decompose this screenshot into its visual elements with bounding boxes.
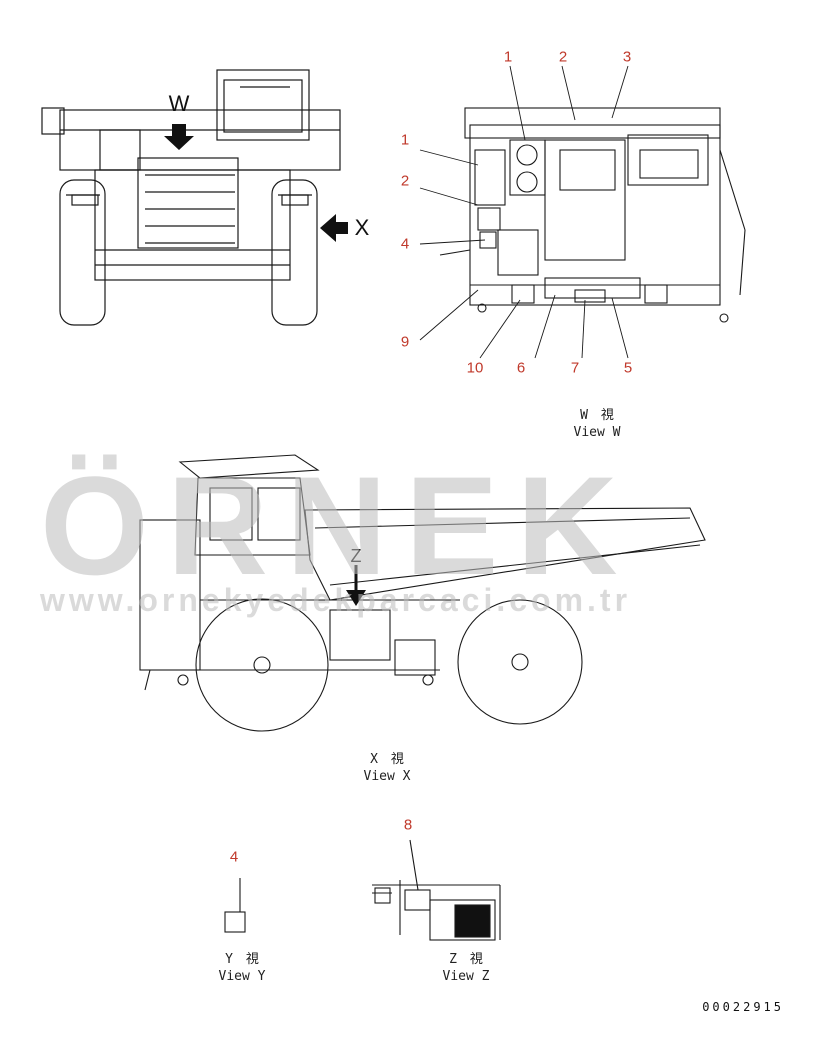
front-view-truck <box>41 69 341 326</box>
view-w-callout-bottom-7: 7 <box>570 359 580 377</box>
view-z-caption-en: View Z <box>442 969 490 984</box>
view-w-callout-top-3: 3 <box>622 48 632 66</box>
view-x-truck <box>139 454 706 732</box>
view-x-arrow <box>320 214 348 242</box>
view-w-caption-en: View W <box>573 425 621 440</box>
view-w-callout-bottom-6: 6 <box>516 359 526 377</box>
document-number: 00022915 <box>702 1000 784 1014</box>
view-w-callout-left-4: 4 <box>400 235 410 253</box>
view-w-arrow <box>164 124 194 150</box>
view-w-leaders <box>419 65 629 359</box>
view-y-callout: 4 <box>229 848 239 866</box>
view-z-section <box>372 839 501 941</box>
view-x-caption-jp: X 視 <box>370 752 404 767</box>
view-w-callout-bottom-10: 10 <box>466 359 484 377</box>
view-y-caption-jp: Y 視 <box>225 952 259 967</box>
view-w-machine <box>439 107 746 323</box>
view-w-callout-left-2: 2 <box>400 172 410 190</box>
view-w-callout-top-1: 1 <box>503 48 513 66</box>
view-x-caption-en: View X <box>363 769 411 784</box>
arrow-x-label: X <box>354 215 370 240</box>
arrow-z-label: Z <box>350 546 362 566</box>
view-z-caption-jp: Z 視 <box>449 952 483 967</box>
view-w-callout-left-1: 1 <box>400 131 410 149</box>
view-y-caption-en: View Y <box>218 969 266 984</box>
view-z-callout: 8 <box>403 816 413 834</box>
arrow-w-label: W <box>168 91 190 116</box>
view-w-caption-jp: W 視 <box>580 408 614 423</box>
view-w-callout-left-9: 9 <box>400 333 410 351</box>
view-w-callout-bottom-5: 5 <box>623 359 633 377</box>
view-w-callout-top-2: 2 <box>558 48 568 66</box>
view-z-arrow <box>346 565 366 606</box>
view-y-label-plate <box>224 878 246 933</box>
